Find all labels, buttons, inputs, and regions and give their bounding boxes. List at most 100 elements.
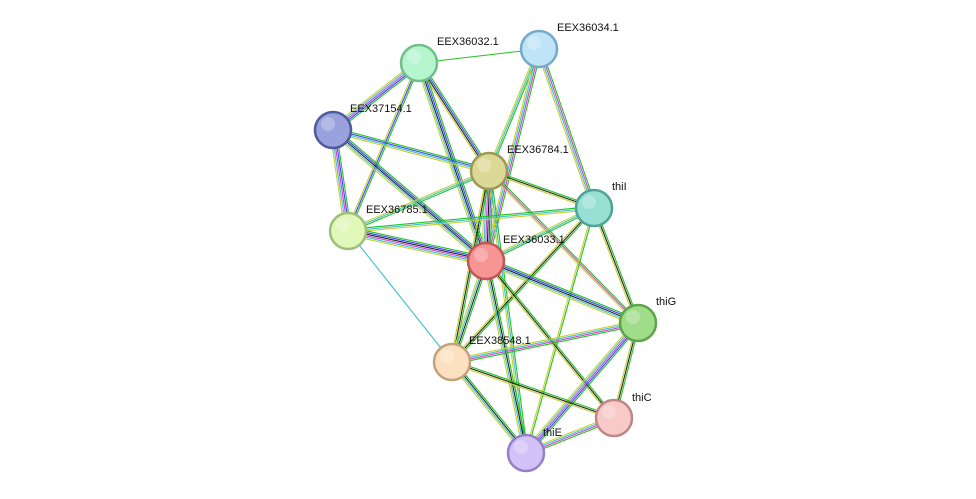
node-thig[interactable]: thiG: [618, 296, 676, 343]
node-eex36032-1[interactable]: EEX36032.1: [399, 36, 499, 83]
edge-line-neighborhood: [486, 208, 595, 263]
node-circle[interactable]: [432, 342, 472, 382]
edge-line-coexpression: [417, 63, 489, 172]
node-label: EEX37154.1: [350, 103, 412, 115]
edge-line-cooccurrence: [486, 259, 639, 323]
node-eex36784-1[interactable]: EEX36784.1: [469, 144, 569, 191]
edge-line-databases: [347, 232, 486, 264]
edge-line-neighborhood: [487, 49, 542, 262]
edge-line-textmining: [348, 209, 595, 234]
node-highlight: [602, 405, 616, 419]
edge-line-textmining: [449, 363, 525, 455]
node-circle[interactable]: [618, 303, 658, 343]
node-label: EEX36034.1: [557, 22, 619, 34]
edge-line-neighborhood: [594, 207, 641, 323]
edge-eex36033-1-thig: [484, 257, 640, 327]
node-label: EEX36033.1: [503, 234, 565, 246]
edge-line-neighborhood: [348, 63, 421, 232]
edge-thii-eex36033-1: [485, 206, 595, 263]
node-eex37154-1[interactable]: EEX37154.1: [313, 103, 412, 150]
node-eex36033-1[interactable]: EEX36033.1: [466, 234, 565, 281]
edge-eex36032-1-eex36785-1: [346, 62, 421, 232]
edge-line-cooccurrence: [419, 62, 491, 171]
node-thic[interactable]: thiC: [594, 392, 652, 438]
edge-line-neighborhood: [334, 127, 489, 259]
edge-line-neighborhood: [347, 205, 594, 230]
edge-eex36785-1-eex38548-1: [347, 230, 453, 363]
edge-line-coexpression: [485, 260, 639, 324]
edge-line-databases: [451, 321, 638, 362]
edge-line-neighborhood: [528, 324, 641, 456]
edge-eex36033-1-thie: [483, 260, 529, 454]
node-label: thiG: [656, 296, 676, 308]
edge-line-textmining: [487, 48, 539, 171]
edge-line-cooccurrence: [347, 62, 420, 232]
edge-line-textmining: [451, 362, 614, 421]
edge-line-cooccurrence: [333, 128, 488, 261]
edge-line-databases: [331, 130, 486, 263]
node-highlight: [440, 349, 454, 363]
node-highlight: [321, 117, 335, 131]
edge-line-databases: [416, 63, 486, 262]
node-circle[interactable]: [399, 43, 439, 83]
node-circle[interactable]: [519, 29, 559, 69]
edge-line-textmining: [524, 207, 594, 453]
edge-line-experiments: [452, 323, 639, 364]
node-label: EEX36785.1: [366, 204, 428, 216]
edge-eex38548-1-thic: [451, 359, 615, 421]
edge-line-databases: [332, 130, 489, 173]
node-thie[interactable]: thiE: [506, 427, 562, 473]
edge-line-neighborhood: [348, 171, 490, 233]
node-highlight: [582, 195, 596, 209]
edge-line-textmining: [347, 234, 486, 266]
edge-line-textmining: [523, 320, 636, 452]
node-label: EEX36032.1: [437, 36, 499, 48]
edge-line-coexpression: [451, 361, 615, 419]
edge-eex36785-1-eex36033-1: [347, 226, 487, 266]
edge-line-textmining: [483, 261, 525, 454]
edge-line-textmining: [487, 171, 638, 325]
node-eex36785-1[interactable]: EEX36785.1: [328, 204, 428, 251]
node-circle[interactable]: [466, 241, 506, 281]
node-highlight: [336, 218, 350, 232]
node-circle[interactable]: [313, 110, 353, 150]
edge-line-neighborhood: [333, 127, 490, 170]
node-circle[interactable]: [594, 398, 634, 438]
edge-line-neighborhood: [452, 359, 615, 418]
edge-line-textmining: [450, 206, 594, 362]
edge-eex36034-1-eex36784-1: [487, 48, 541, 172]
edge-line-coexpression: [451, 207, 595, 363]
edge-line-neighborhood: [487, 257, 640, 321]
node-label: thiE: [543, 427, 562, 439]
nodes-layer: EEX36032.1 EEX36034.1EEX37154.1EEX36784.1…: [313, 22, 676, 473]
node-eex38548-1[interactable]: EEX38548.1: [432, 335, 531, 382]
node-thii[interactable]: thiI: [574, 181, 627, 228]
edge-eex36784-1-eex36785-1: [347, 169, 490, 233]
edge-line-databases: [347, 170, 490, 232]
edge-line-neighborhood: [452, 324, 639, 365]
edge-line-textmining: [347, 169, 489, 231]
node-circle[interactable]: [469, 151, 509, 191]
node-circle[interactable]: [506, 433, 546, 473]
edge-line-neighborhood: [487, 260, 529, 453]
edge-line-neighborhood: [452, 208, 596, 364]
node-highlight: [474, 248, 488, 262]
edge-line-databases: [450, 362, 526, 454]
edge-line-neighborhood: [489, 49, 541, 172]
node-highlight: [407, 50, 421, 64]
node-label: EEX38548.1: [469, 335, 531, 347]
edge-line-neighborhood: [540, 48, 597, 208]
edge-line-textmining: [451, 320, 638, 361]
edge-line-coexpression: [348, 229, 487, 261]
node-circle[interactable]: [328, 211, 368, 251]
edge-line-experiments: [347, 231, 486, 263]
node-circle[interactable]: [574, 188, 614, 228]
edge-line-textmining: [330, 132, 485, 264]
edge-line-coexpression: [452, 361, 528, 453]
node-eex36034-1[interactable]: EEX36034.1: [519, 22, 619, 69]
edge-line-neighborhood: [348, 226, 487, 258]
edge-line-databases: [347, 230, 453, 363]
edge-eex36034-1-thii: [536, 48, 597, 209]
edge-line-databases: [488, 170, 527, 454]
